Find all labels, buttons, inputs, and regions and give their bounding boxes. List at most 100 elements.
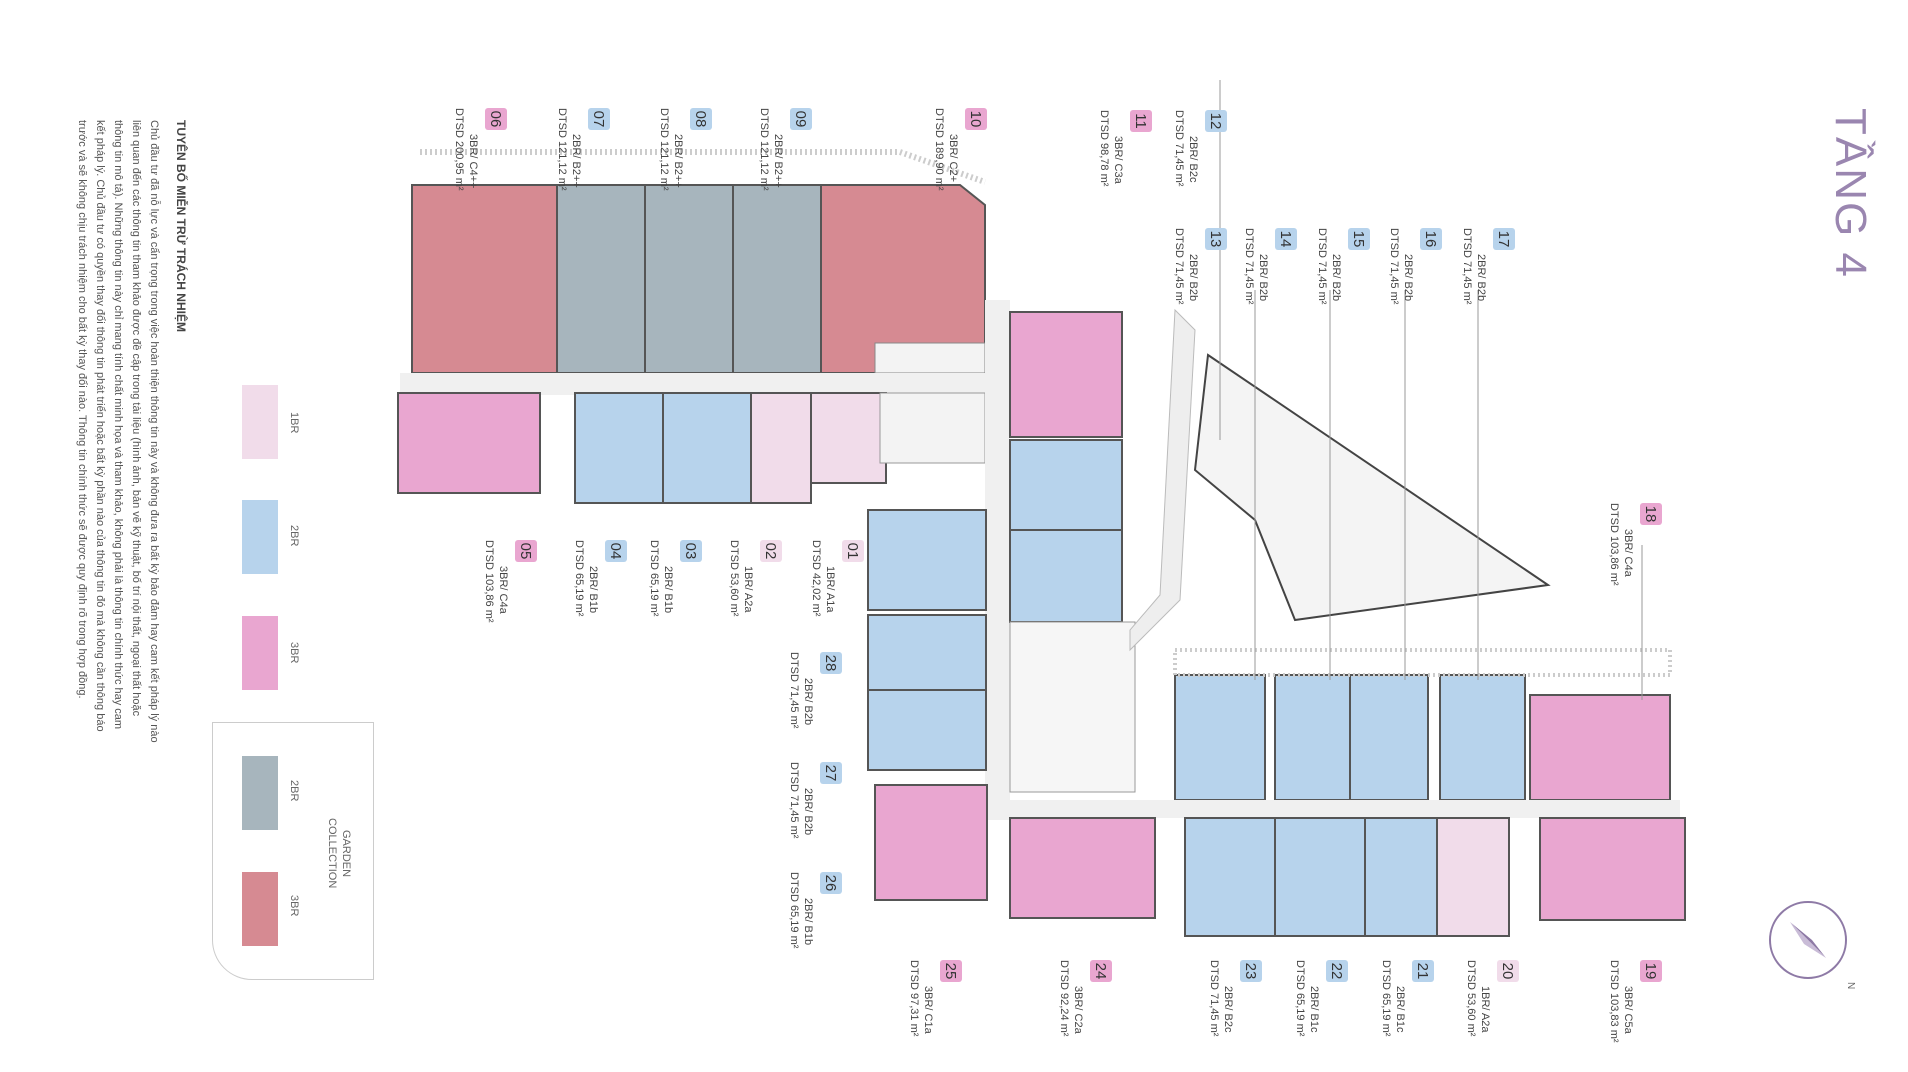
unit-02-block (750, 392, 812, 504)
unit-area: DTSD 71,45 m² (788, 652, 800, 729)
floor-title: TẦNG 4 (1826, 108, 1875, 279)
legend-swatch-3br (242, 616, 278, 690)
disclaimer-line-1: Chủ đầu tư đã nỗ lực và cẩn trọng trong … (148, 120, 160, 743)
unit-number-badge: 09 (790, 108, 812, 130)
unit-number-badge: 26 (820, 872, 842, 894)
unit-type: 2BR/ B2b (1187, 254, 1199, 302)
unit-type: 2BR/ B2b (1257, 254, 1269, 302)
unit-13-block (1009, 529, 1123, 623)
unit-type: 3BR/ C2a (1072, 986, 1084, 1034)
unit-22-block (1274, 817, 1366, 937)
unit-number-badge: 17 (1493, 228, 1515, 250)
unit-area: DTSD 65,19 m² (1380, 960, 1392, 1037)
unit-27-block (867, 614, 987, 691)
unit-area: DTSD 121,12 m² (758, 108, 770, 191)
unit-area: DTSD 65,19 m² (648, 540, 660, 617)
unit-number-badge: 25 (940, 960, 962, 982)
unit-type: 2BR/ B2b (802, 788, 814, 836)
core-central (1009, 621, 1136, 793)
unit-type: 2BR/ B2b (1330, 254, 1342, 302)
unit-11-block (1009, 311, 1123, 438)
unit-type: 3BR/ C4a (1622, 529, 1634, 577)
terrace-outline (420, 149, 986, 185)
unit-area: DTSD 71,45 m² (1316, 228, 1328, 305)
unit-number-badge: 27 (820, 762, 842, 784)
unit-18-block (1529, 694, 1671, 801)
unit-area: DTSD 97,31 m² (908, 960, 920, 1037)
unit-type: 3BR/ C2+ (947, 134, 959, 182)
unit-25-block (874, 784, 988, 901)
legend-label-2br: 2BR (288, 525, 300, 547)
legend-swatch-garden-2br (242, 756, 278, 830)
unit-area: DTSD 65,19 m² (788, 872, 800, 949)
unit-number-badge: 13 (1205, 228, 1227, 250)
unit-16-block (1349, 674, 1429, 801)
legend-label-3br: 3BR (288, 642, 300, 664)
unit-09-block (732, 184, 822, 374)
unit-type: 2BR/ B2b (802, 678, 814, 726)
unit-28-block (867, 509, 987, 611)
unit-area: DTSD 92,24 m² (1058, 960, 1070, 1037)
unit-04-block (574, 392, 664, 504)
disclaimer-line-4: kết pháp lý. Chủ đầu tư có quyền thay đổ… (94, 120, 106, 732)
unit-24-block (1009, 817, 1156, 919)
unit-number-badge: 14 (1275, 228, 1297, 250)
unit-type: 2BR/ B2c (1222, 986, 1234, 1033)
unit-number-badge: 04 (605, 540, 627, 562)
garden-collection-title-2: COLLECTION (326, 818, 338, 889)
unit-area: DTSD 42,02 m² (810, 540, 822, 617)
unit-21-block (1364, 817, 1438, 937)
unit-number-badge: 12 (1205, 110, 1227, 132)
unit-type: 2BR/ B1c (1308, 986, 1320, 1033)
unit-number-badge: 28 (820, 652, 842, 674)
unit-number-badge: 16 (1420, 228, 1442, 250)
unit-number-badge: 21 (1412, 960, 1434, 982)
unit-area: DTSD 189,90 m² (933, 108, 945, 191)
disclaimer-heading: TUYÊN BỐ MIỄN TRỪ TRÁCH NHIỆM (174, 120, 188, 332)
unit-type: 2BR/ B1b (587, 566, 599, 614)
disclaimer-line-3: thông tin mô tả). Những thông tin này ch… (112, 120, 124, 730)
unit-number-badge: 03 (680, 540, 702, 562)
unit-type: 2BR/ B1c (1394, 986, 1406, 1033)
unit-type: 2BR/ B1b (662, 566, 674, 614)
unit-19-block (1539, 817, 1686, 921)
unit-number-badge: 07 (588, 108, 610, 130)
disclaimer-line-5: trước và sẽ không chịu trách nhiệm cho b… (76, 120, 88, 699)
unit-01-block (810, 392, 887, 484)
unit-number-badge: 22 (1326, 960, 1348, 982)
unit-05-block (397, 392, 541, 494)
east-terrace (1173, 648, 1672, 677)
core-west (879, 392, 986, 464)
unit-area: DTSD 98,78 m² (1098, 110, 1110, 187)
unit-area: DTSD 71,45 m² (1461, 228, 1473, 305)
unit-23-block (1184, 817, 1276, 937)
legend-label-garden-3br: 3BR (288, 895, 300, 917)
garden-collection-title-1: GARDEN (340, 830, 352, 878)
unit-06-block (411, 184, 558, 374)
compass-icon: N (1769, 901, 1856, 989)
unit-area: DTSD 103,83 m² (1608, 960, 1620, 1043)
unit-type: 2BR/ B1b (802, 898, 814, 946)
unit-area: DTSD 71,45 m² (788, 762, 800, 839)
unit-area: DTSD 200,95 m² (453, 108, 465, 191)
legend-swatch-garden-3br (242, 872, 278, 946)
legend-label-garden-2br: 2BR (288, 780, 300, 802)
unit-area: DTSD 71,45 m² (1243, 228, 1255, 305)
unit-03-block (662, 392, 752, 504)
unit-type: 2BR/ B2b (1402, 254, 1414, 302)
unit-14-block (1174, 674, 1266, 801)
unit-number-badge: 01 (842, 540, 864, 562)
unit-number-badge: 19 (1640, 960, 1662, 982)
courtyard-path (1129, 308, 1196, 652)
unit-number-badge: 11 (1130, 110, 1152, 132)
unit-type: 3BR/ C4++ (467, 134, 479, 189)
unit-number-badge: 20 (1497, 960, 1519, 982)
unit-area: DTSD 103,86 m² (1608, 503, 1620, 586)
courtyard (1193, 353, 1551, 622)
unit-type: 2BR/ B2c (1187, 136, 1199, 183)
unit-number-badge: 24 (1090, 960, 1112, 982)
unit-area: DTSD 71,45 m² (1173, 228, 1185, 305)
unit-08-block (644, 184, 734, 374)
